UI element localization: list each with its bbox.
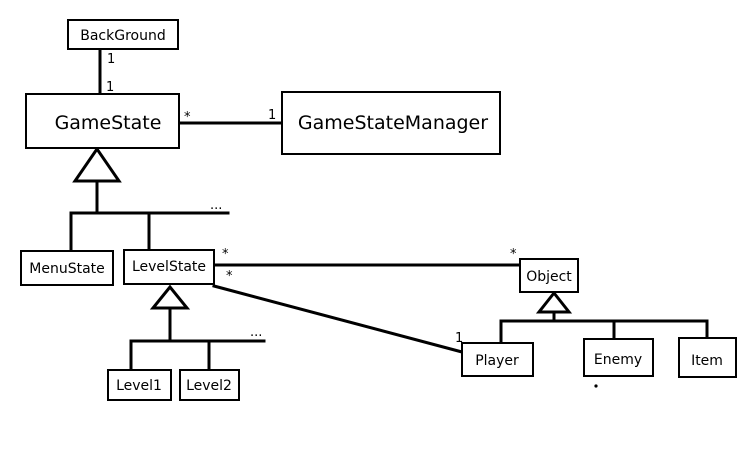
multiplicity-gamestate-bg-end: 1 [106, 80, 114, 95]
multiplicity-manager-end: 1 [268, 108, 276, 123]
class-enemy-label: Enemy [594, 352, 642, 368]
class-gamestatemanager: GameStateManager [281, 91, 501, 155]
gamestate-inheritance [69, 146, 230, 253]
object-inheritance [499, 290, 709, 345]
class-player: Player [461, 342, 534, 377]
class-enemy: Enemy [583, 338, 654, 377]
multiplicity-object-end: * [510, 247, 517, 262]
class-menustate-label: MenuState [29, 261, 105, 277]
class-gamestate-label: GameState [55, 112, 162, 134]
class-object-label: Object [526, 269, 572, 285]
class-level2: Level2 [179, 369, 240, 401]
class-level2-label: Level2 [186, 378, 232, 394]
multiplicity-player-end: 1 [455, 331, 463, 346]
class-background-label: BackGround [80, 28, 165, 44]
multiplicity-levelstate-player-end: * [226, 269, 233, 284]
multiplicity-levelstate-object-end: * [222, 247, 229, 262]
class-menustate: MenuState [20, 250, 114, 286]
class-levelstate: LevelState [123, 249, 215, 285]
class-player-label: Player [475, 353, 519, 369]
class-background: BackGround [67, 19, 179, 50]
multiplicity-gamestate-manager-end: * [184, 110, 191, 125]
class-object: Object [519, 258, 579, 293]
class-item: Item [678, 337, 737, 378]
class-level1: Level1 [107, 369, 172, 401]
class-item-label: Item [691, 353, 723, 369]
class-gamestate: GameState [25, 93, 180, 149]
gamestate-more-subclasses: ... [210, 198, 222, 213]
class-gamestatemanager-label: GameStateManager [298, 112, 488, 134]
class-levelstate-label: LevelState [132, 259, 206, 275]
class-level1-label: Level1 [116, 378, 162, 394]
gamestate-generalization-arrow [72, 146, 122, 183]
levelstate-more-subclasses: ... [250, 325, 262, 340]
stray-dot [594, 384, 598, 388]
levelstate-inheritance [129, 284, 266, 372]
levelstate-generalization-arrow [149, 284, 191, 310]
object-generalization-arrow [535, 290, 573, 314]
levelstate-player-link [212, 284, 464, 354]
multiplicity-background-end: 1 [107, 52, 115, 67]
